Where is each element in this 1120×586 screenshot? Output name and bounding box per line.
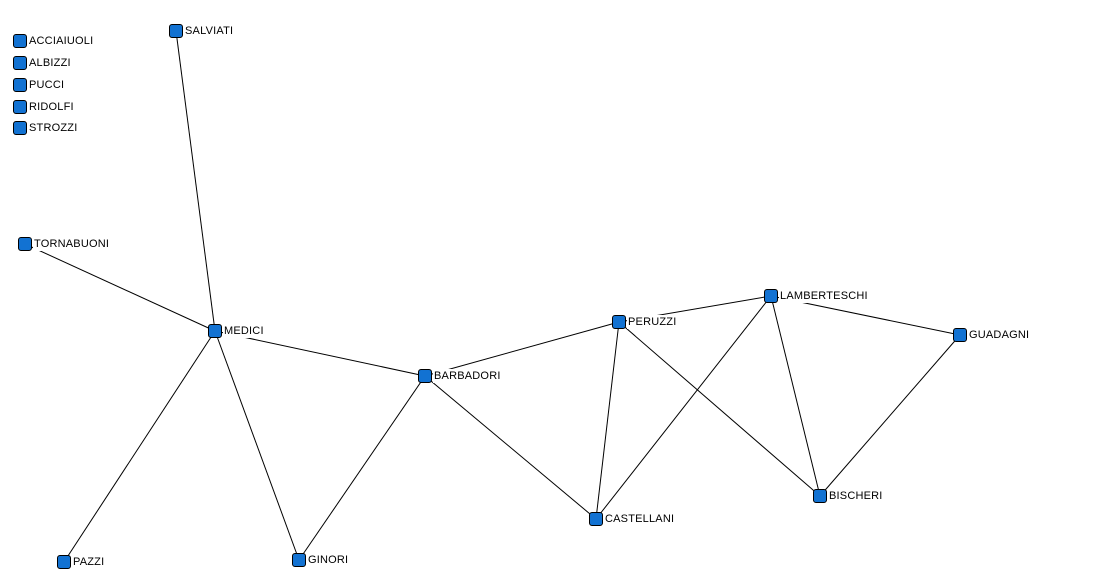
edge-PERUZZI-BISCHERI [618, 321, 821, 497]
node-LAMBERTESCHI[interactable] [764, 289, 778, 303]
node-label-TORNABUONI: TORNABUONI [33, 237, 111, 251]
node-label-ACCIAIUOLI: ACCIAIUOLI [28, 34, 95, 48]
node-GUADAGNI[interactable] [953, 328, 967, 342]
node-RIDOLFI[interactable] [13, 100, 27, 114]
node-PUCCI[interactable] [13, 78, 27, 92]
edge-PERUZZI-CASTELLANI [595, 321, 620, 520]
node-BARBADORI[interactable] [418, 369, 432, 383]
node-PAZZI[interactable] [57, 555, 71, 569]
node-label-PERUZZI: PERUZZI [627, 315, 678, 329]
node-label-ALBIZZI: ALBIZZI [28, 56, 72, 70]
edge-MEDICI-PAZZI [63, 330, 216, 563]
edge-BARBADORI-GINORI [298, 375, 426, 561]
edge-LAMBERTESCHI-BISCHERI [770, 295, 821, 497]
edge-MEDICI-BARBADORI [214, 330, 426, 377]
node-label-RIDOLFI: RIDOLFI [28, 100, 75, 114]
edge-MEDICI-TORNABUONI [24, 243, 216, 332]
node-GINORI[interactable] [292, 553, 306, 567]
node-TORNABUONI[interactable] [18, 237, 32, 251]
edge-LAMBERTESCHI-CASTELLANI [595, 295, 772, 520]
node-label-PUCCI: PUCCI [28, 78, 66, 92]
node-label-PAZZI: PAZZI [72, 555, 106, 569]
edge-MEDICI-GINORI [214, 330, 300, 561]
node-label-LAMBERTESCHI: LAMBERTESCHI [779, 289, 869, 303]
node-label-GINORI: GINORI [307, 553, 350, 567]
node-label-MEDICI: MEDICI [223, 324, 265, 338]
node-label-CASTELLANI: CASTELLANI [604, 512, 676, 526]
node-ALBIZZI[interactable] [13, 56, 27, 70]
node-STROZZI[interactable] [13, 121, 27, 135]
node-label-SALVIATI: SALVIATI [184, 24, 235, 38]
edge-BARBADORI-PERUZZI [424, 321, 620, 377]
node-label-BARBADORI: BARBADORI [433, 369, 502, 383]
edge-GUADAGNI-BISCHERI [819, 334, 961, 497]
node-PERUZZI[interactable] [612, 315, 626, 329]
node-label-GUADAGNI: GUADAGNI [968, 328, 1031, 342]
node-SALVIATI[interactable] [169, 24, 183, 38]
node-label-STROZZI: STROZZI [28, 121, 79, 135]
edge-MEDICI-SALVIATI [175, 30, 216, 332]
node-CASTELLANI[interactable] [589, 512, 603, 526]
node-BISCHERI[interactable] [813, 489, 827, 503]
node-label-BISCHERI: BISCHERI [828, 489, 884, 503]
edge-BARBADORI-CASTELLANI [424, 375, 597, 520]
node-MEDICI[interactable] [208, 324, 222, 338]
node-ACCIAIUOLI[interactable] [13, 34, 27, 48]
